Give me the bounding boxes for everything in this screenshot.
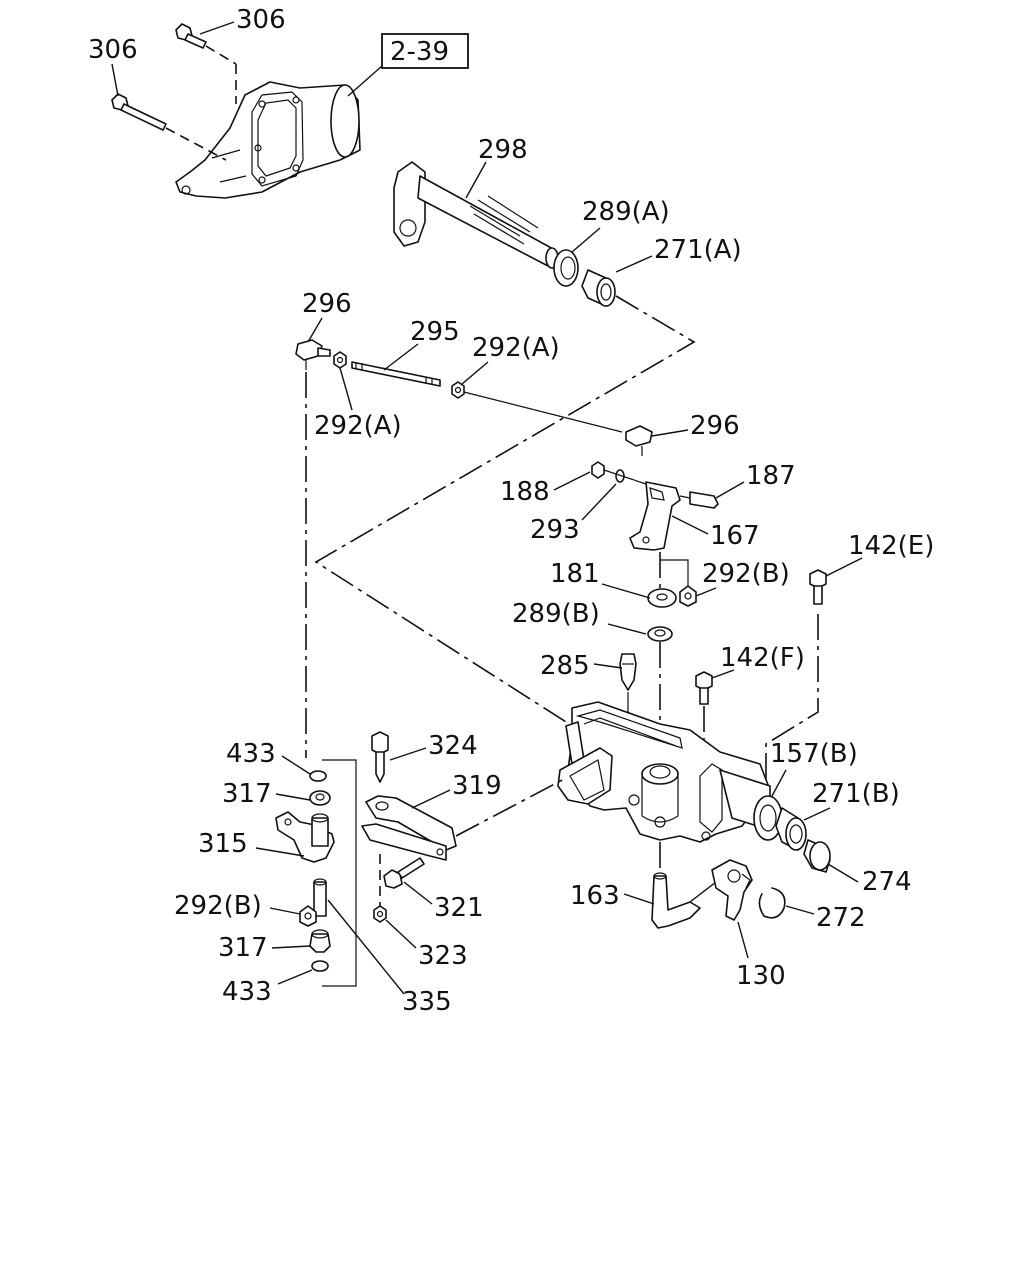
- bushing-317-upper: [309, 790, 331, 806]
- label-296b: 296: [690, 411, 740, 441]
- label-324: 324: [428, 731, 478, 761]
- nut-292A-left: [333, 351, 347, 369]
- label-292Ba: 292(B): [702, 559, 790, 589]
- bolt-306-upper: [175, 23, 237, 104]
- bolt-324: [371, 731, 389, 783]
- label-167: 167: [710, 521, 760, 551]
- label-163: 163: [570, 881, 620, 911]
- label-298: 298: [478, 135, 528, 165]
- bolt-142F: [695, 671, 713, 705]
- rod-295: [351, 361, 441, 387]
- label-321: 321: [434, 893, 484, 923]
- label-292Aa: 292(A): [314, 411, 402, 441]
- bracket-167: [629, 481, 681, 551]
- snap-ring-272: [758, 887, 786, 919]
- label-335: 335: [402, 987, 452, 1017]
- label-306a: 306: [236, 5, 286, 35]
- label-187: 187: [746, 461, 796, 491]
- label-292Bb: 292(B): [174, 891, 262, 921]
- bolt-321: [383, 857, 425, 889]
- label-271A: 271(A): [654, 235, 742, 265]
- washer-433-lower: [311, 960, 329, 972]
- bushing-317-lower: [309, 929, 331, 953]
- bushing-271B: [775, 807, 807, 851]
- label-433b: 433: [222, 977, 272, 1007]
- plug-274: [803, 839, 831, 873]
- shift-housing: [557, 701, 771, 843]
- washer-433-upper: [309, 770, 327, 782]
- nut-323: [373, 905, 387, 923]
- label-295: 295: [410, 317, 460, 347]
- lever-319: [361, 795, 457, 861]
- label-323: 323: [418, 941, 468, 971]
- transmission-case: [175, 81, 361, 199]
- label-293: 293: [530, 515, 580, 545]
- label-272: 272: [816, 903, 866, 933]
- label-292Ab: 292(A): [472, 333, 560, 363]
- ball-joint-296-left: [295, 339, 331, 370]
- bolt-285: [619, 653, 637, 691]
- reference-box: 2-39: [347, 33, 469, 97]
- label-188: 188: [500, 477, 550, 507]
- bushing-271A: [581, 269, 616, 307]
- nut-292A-right: [451, 381, 465, 399]
- label-317b: 317: [218, 933, 268, 963]
- label-317a: 317: [222, 779, 272, 809]
- label-433a: 433: [226, 739, 276, 769]
- label-181: 181: [550, 559, 600, 589]
- reference-label: 2-39: [390, 37, 449, 67]
- nut-292B-lower: [299, 905, 317, 927]
- label-319: 319: [452, 771, 502, 801]
- shift-shaft-298: [393, 161, 559, 269]
- lever-163: [651, 872, 701, 929]
- label-130: 130: [736, 961, 786, 991]
- label-296a: 296: [302, 289, 352, 319]
- label-306b: 306: [88, 35, 138, 65]
- label-274: 274: [862, 867, 912, 897]
- label-315: 315: [198, 829, 248, 859]
- lever-130: [711, 859, 753, 921]
- bolt-306-lower: [111, 93, 227, 161]
- pin-187: [689, 491, 719, 509]
- bolt-142E: [809, 569, 827, 605]
- plate-181: [647, 588, 677, 608]
- label-271B: 271(B): [812, 779, 900, 809]
- pin-335: [313, 878, 327, 917]
- lever-315: [275, 811, 335, 863]
- label-142F: 142(F): [720, 643, 805, 673]
- label-285: 285: [540, 651, 590, 681]
- label-142E: 142(E): [848, 531, 934, 561]
- seal-289A: [553, 249, 579, 287]
- ball-joint-296-right: [625, 425, 653, 456]
- washer-293: [615, 469, 625, 483]
- label-157B: 157(B): [770, 739, 858, 769]
- label-289B: 289(B): [512, 599, 600, 629]
- label-289A: 289(A): [582, 197, 670, 227]
- seal-289B: [647, 626, 673, 642]
- nut-292B-upper: [679, 585, 697, 607]
- bushing-157B: [753, 795, 783, 841]
- nut-188: [591, 461, 605, 479]
